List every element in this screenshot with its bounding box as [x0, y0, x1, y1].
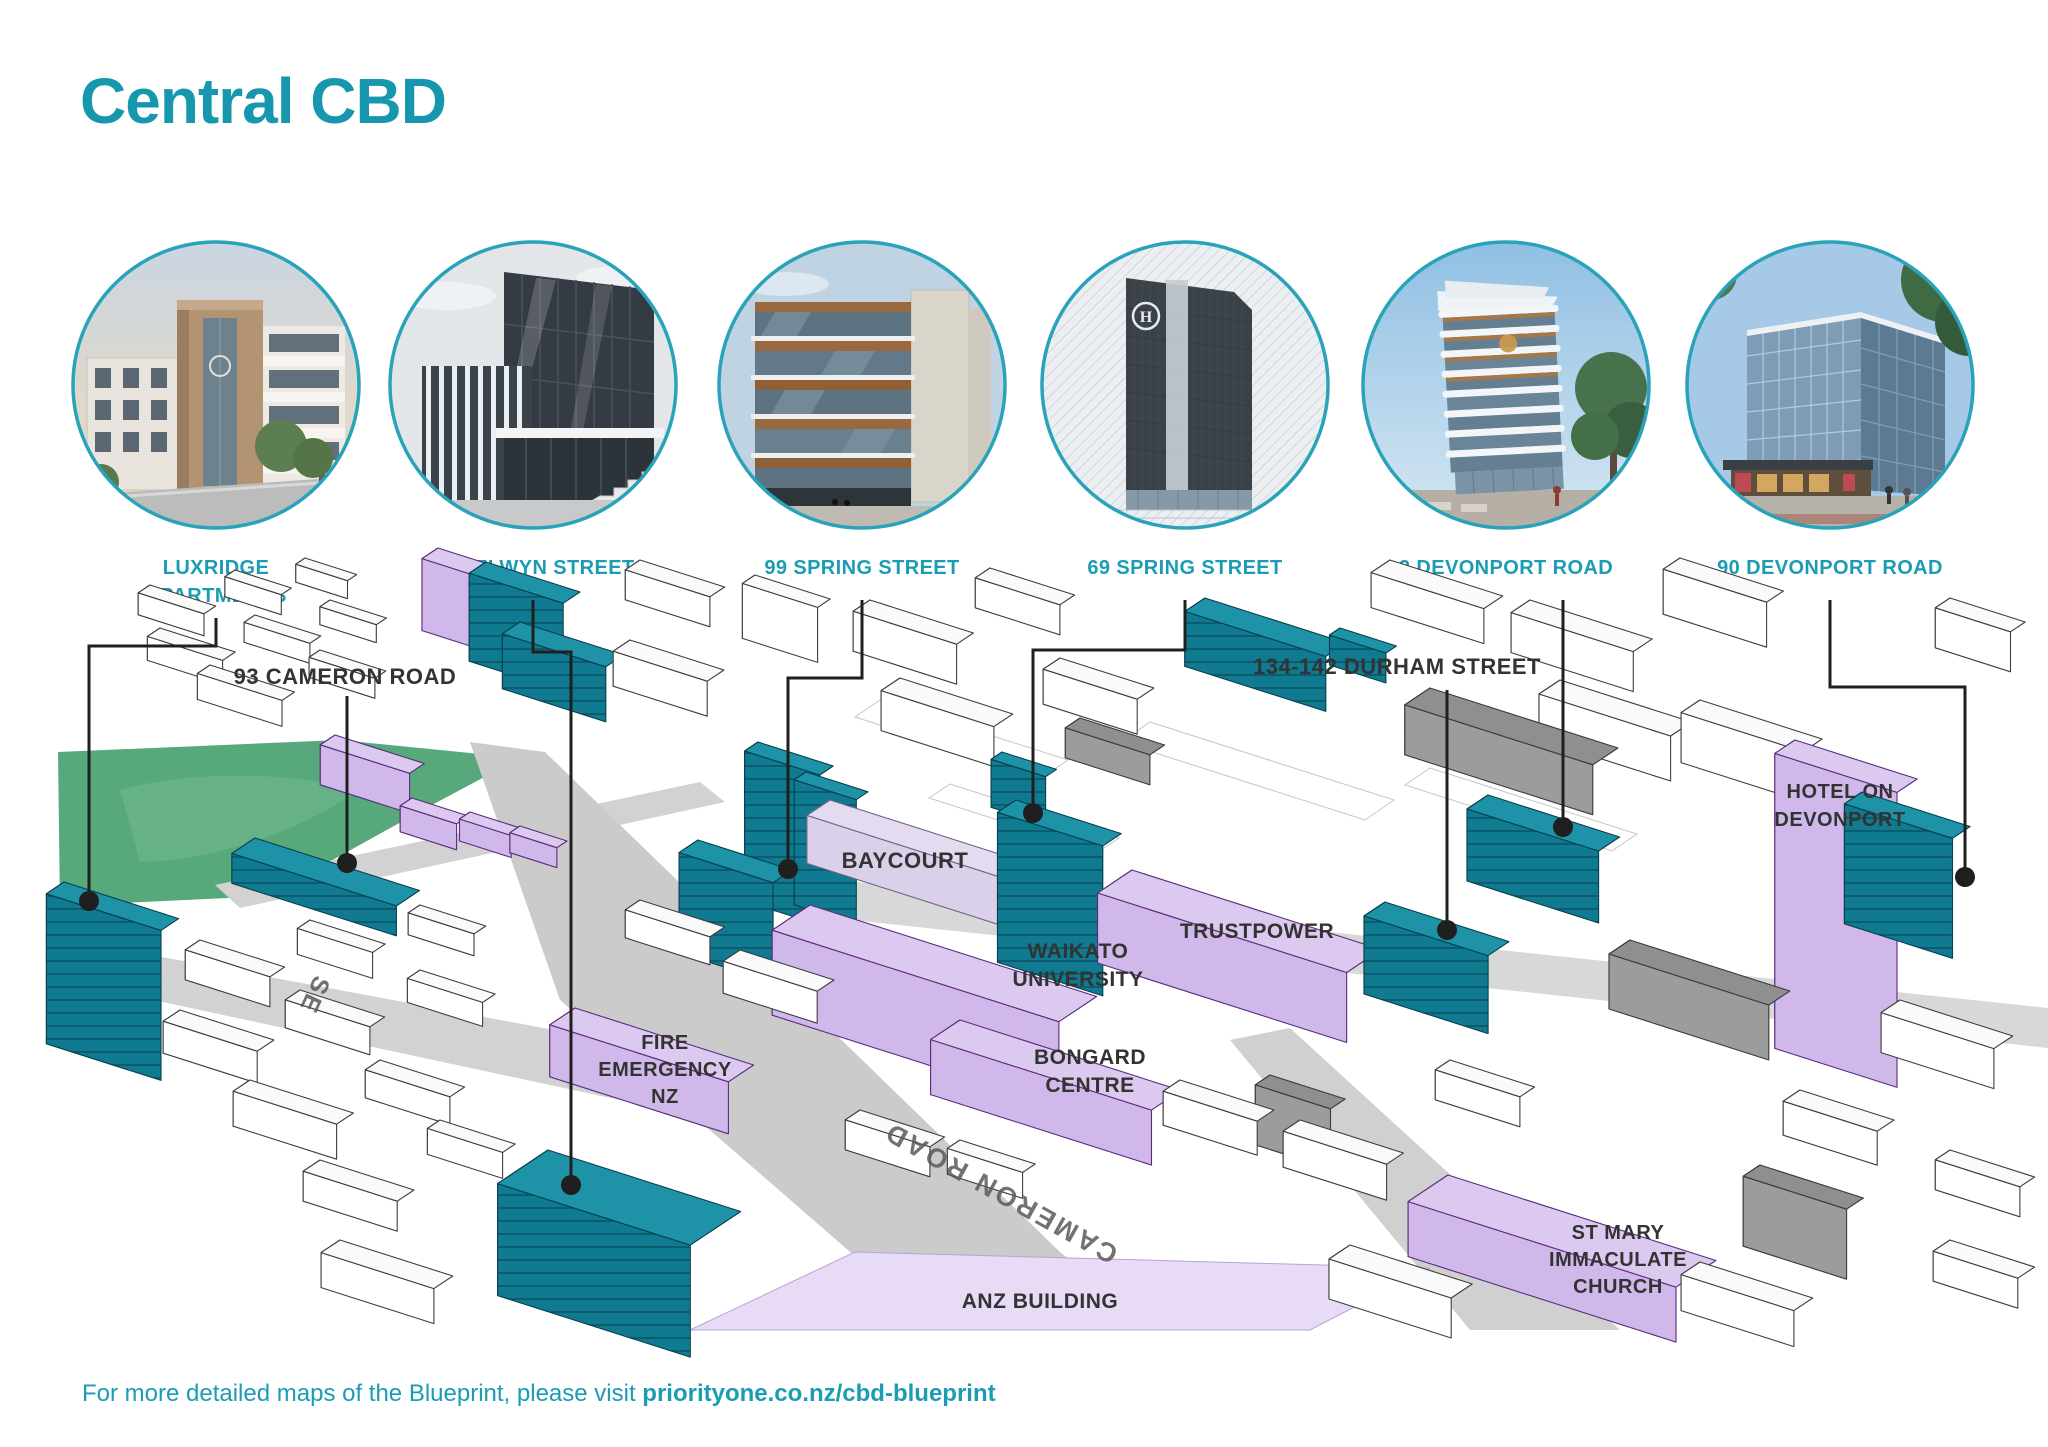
label-fire-emergency-nz: FIRE	[641, 1032, 689, 1054]
label-st-mary-immaculate-church: IMMACULATE	[1549, 1249, 1687, 1271]
footer-link[interactable]: priorityone.co.nz/cbd-blueprint	[642, 1380, 996, 1407]
label-fire-emergency-nz: EMERGENCY	[598, 1059, 732, 1081]
gallery-label-69-spring: 69 SPRING STREET	[1087, 557, 1283, 579]
svg-text:H: H	[1140, 309, 1153, 326]
building-photo-icon: H	[1040, 240, 1330, 530]
building-photo-icon	[388, 240, 678, 530]
label-hotel-on-devonport: HOTEL ON	[1787, 781, 1894, 803]
callout-lines	[79, 600, 1975, 1195]
footer-note: For more detailed maps of the Blueprint,…	[82, 1380, 996, 1408]
callout-label-134-142-durham-street: 134-142 DURHAM STREET	[1253, 654, 1541, 679]
anz-building-footprint	[689, 1251, 1431, 1331]
label-hotel-on-devonport: DEVONPORT	[1774, 809, 1905, 831]
label-fire-emergency-nz: NZ	[651, 1086, 679, 1108]
gallery-label-99-spring: 99 SPRING STREET	[764, 557, 960, 579]
callout-label-93-cameron-road: 93 CAMERON ROAD	[234, 664, 457, 689]
city-blocks	[45, 547, 2036, 1358]
photo-luxridge-apartments	[69, 238, 363, 532]
gallery-label-2-devonport: 2 DEVONPORT ROAD	[1398, 557, 1614, 579]
label-st-mary-immaculate-church: ST MARY	[1572, 1222, 1665, 1244]
building-photo-icon	[717, 240, 1007, 530]
photo-99-spring-street	[715, 238, 1009, 532]
page-title: Central CBD	[80, 65, 447, 137]
building-photo-icon	[1361, 240, 1651, 530]
label-waikato-university: UNIVERSITY	[1012, 968, 1143, 991]
photo-69-spring-street: H	[1038, 238, 1332, 532]
label-bongard-centre: BONGARD	[1034, 1046, 1146, 1069]
label-trustpower: TRUSTPOWER	[1180, 920, 1334, 943]
label-waikato-university: WAIKATO	[1028, 940, 1129, 963]
building-photo-icon	[1685, 240, 1975, 530]
label-st-mary-immaculate-church: CHURCH	[1573, 1276, 1663, 1298]
photo-90-devonport-road	[1683, 238, 1977, 532]
gallery-label-90-devonport: 90 DEVONPORT ROAD	[1717, 557, 1943, 579]
photo-2-devonport-road	[1359, 238, 1653, 532]
label-bongard-centre: CENTRE	[1045, 1074, 1134, 1097]
building-photo-icon	[71, 240, 361, 530]
footer-text: For more detailed maps of the Blueprint,…	[82, 1380, 643, 1407]
photo-38-selwyn-street	[386, 238, 680, 532]
label-baycourt: BAYCOURT	[842, 848, 969, 873]
label-anz-building: ANZ BUILDING	[962, 1290, 1119, 1313]
